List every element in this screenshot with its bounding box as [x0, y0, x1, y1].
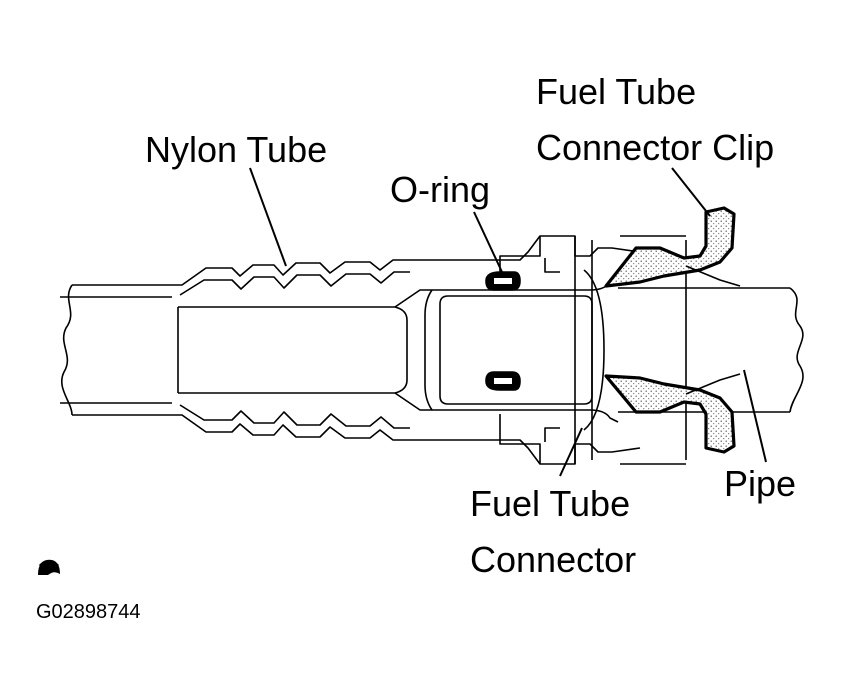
leader-lines	[249, 167, 767, 477]
pipe	[424, 269, 804, 431]
fuel-tube-connector-clip	[604, 206, 741, 454]
label-fuel-tube-connector-line2: Connector	[470, 539, 637, 580]
label-pipe: Pipe	[724, 463, 797, 504]
label-fuel-tube-connector-line1: Fuel Tube	[470, 483, 631, 524]
figure-code: G02898744	[36, 601, 141, 623]
leader-pipe	[743, 369, 767, 463]
leader-nylon-tube	[249, 167, 287, 267]
nylon-tube-outer	[60, 259, 415, 441]
label-nylon-tube: Nylon Tube	[145, 129, 328, 170]
leader-fuel-tube-connector	[559, 427, 583, 477]
leader-connector-clip	[671, 167, 711, 217]
label-o-ring: O-ring	[390, 169, 491, 210]
label-fuel-tube-connector-clip-line1: Fuel Tube	[536, 71, 697, 112]
book-symbol-icon	[38, 559, 60, 575]
leader-o-ring	[473, 211, 503, 273]
connector-stem	[177, 289, 432, 411]
o-ring	[485, 271, 521, 391]
label-fuel-tube-connector-clip-line2: Connector Clip	[536, 127, 775, 168]
